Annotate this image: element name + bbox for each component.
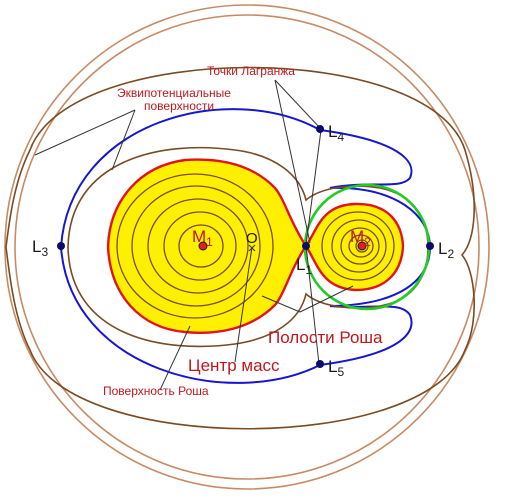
lagrange-point-l3 [57,242,65,250]
m2-label: M2 [350,227,371,249]
annotation-leaders [34,79,354,391]
l2-label: L2 [438,239,454,261]
outer-equipotential-circle-1 [4,4,490,490]
m2-equipotential-contours [321,211,395,281]
center-of-mass-mark-2 [248,244,256,252]
mass-point-m1 [198,241,208,251]
secondary-roche-lobe [304,202,405,292]
m1-label: M1 [192,227,213,249]
l5-label: L5 [328,357,344,379]
center-of-mass-label: Центр масс [188,356,280,375]
l1-label: L1 [296,255,312,277]
outer-equipotential-contour [5,66,475,430]
l4-label: L4 [328,122,344,144]
l3-label: L3 [32,237,48,259]
lagrange-point-l5 [316,360,324,368]
outer-equipotential-circle-2 [14,14,480,480]
roche-lobes-label: Полости Роша [268,328,383,347]
lagrange-point-l1 [302,242,310,250]
roche-surface-label: Поверхность Роша [103,384,209,398]
lagrange-point-l4 [316,125,324,133]
lagrange-points-title: Точки Лагранжа [207,64,295,78]
equipotential-label-line2: поверхности [144,99,214,113]
center-of-mass-letter: O [246,230,258,247]
m1-equipotential-contours [116,173,274,319]
equipotential-label-line1: Эквипотенциальные [117,86,231,100]
mass-point-m2 [357,241,367,251]
lagrange-point-l2 [426,242,434,250]
